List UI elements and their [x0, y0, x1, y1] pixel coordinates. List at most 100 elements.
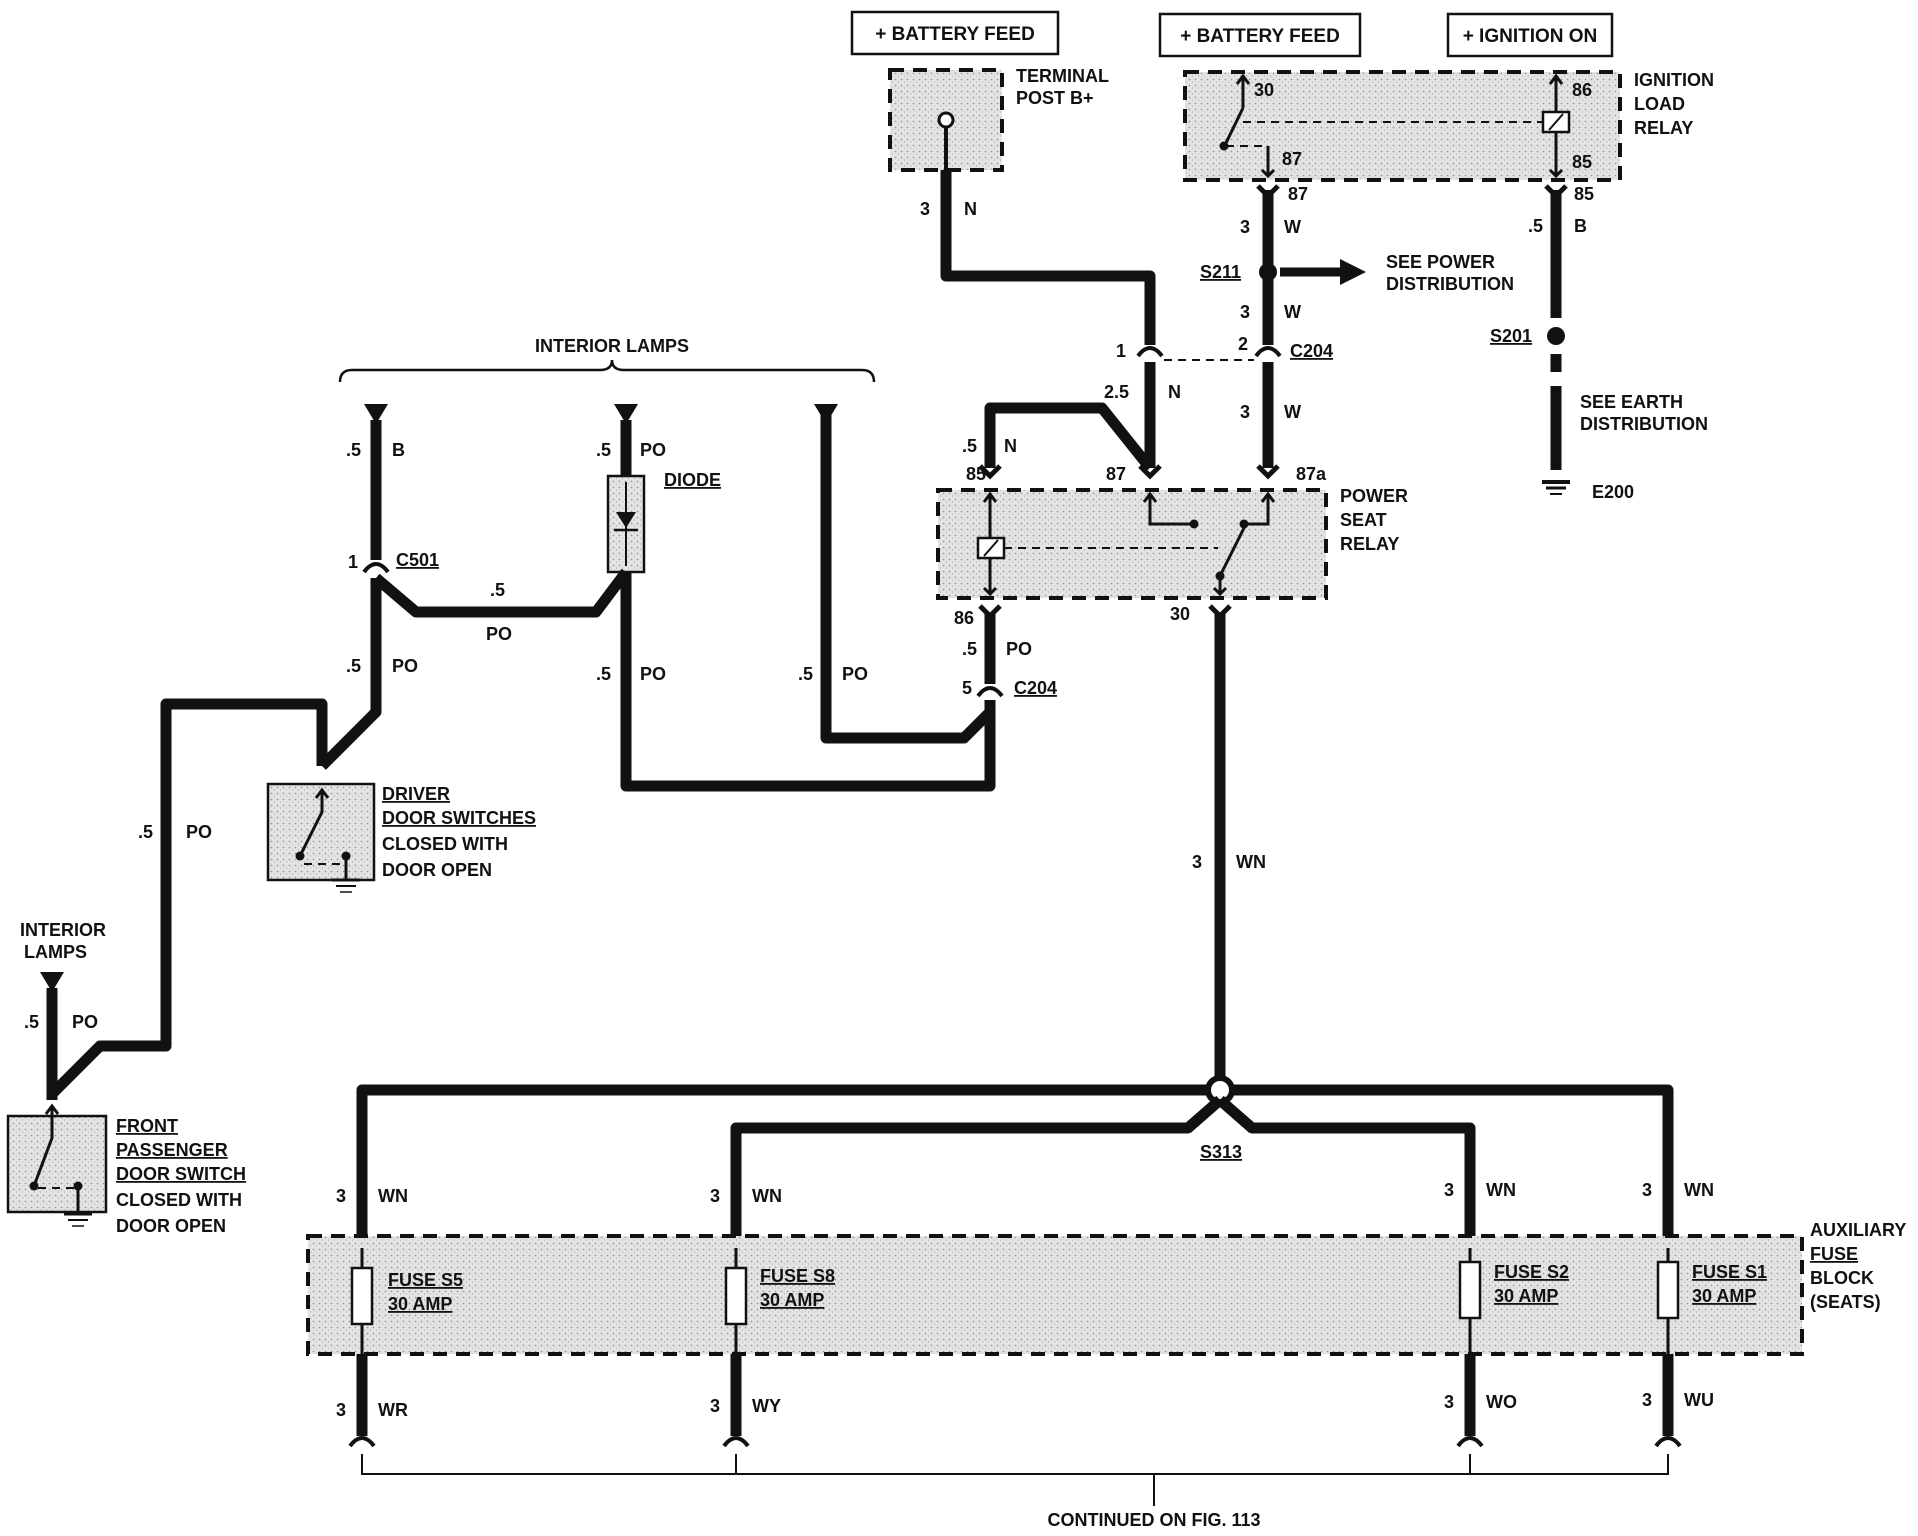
svg-text:FUSE S2: FUSE S2 [1494, 1262, 1569, 1282]
svg-text:WN: WN [1236, 852, 1266, 872]
svg-text:WN: WN [752, 1186, 782, 1206]
svg-text:3: 3 [1240, 402, 1250, 422]
svg-text:LOAD: LOAD [1634, 94, 1685, 114]
continued-bracket: CONTINUED ON FIG. 113 [361, 1454, 1669, 1530]
svg-text:SEE POWER: SEE POWER [1386, 252, 1495, 272]
svg-text:85: 85 [966, 464, 986, 484]
fuse-s5: FUSE S5 30 AMP [350, 1248, 463, 1354]
svg-text:3: 3 [1642, 1390, 1652, 1410]
svg-text:85: 85 [1574, 184, 1594, 204]
svg-text:W: W [1284, 302, 1301, 322]
svg-text:3: 3 [1444, 1392, 1454, 1412]
svg-text:PO: PO [72, 1012, 98, 1032]
svg-text:3: 3 [1240, 217, 1250, 237]
svg-text:87a: 87a [1296, 464, 1327, 484]
ignition-load-relay: 30 86 87 85 IGNITION LOAD RELAY [1183, 70, 1714, 182]
svg-text:DISTRIBUTION: DISTRIBUTION [1386, 274, 1514, 294]
svg-text:WY: WY [752, 1396, 781, 1416]
svg-text:WN: WN [378, 1186, 408, 1206]
svg-text:WO: WO [1486, 1392, 1517, 1412]
svg-text:87: 87 [1282, 149, 1302, 169]
svg-text:N: N [1168, 382, 1181, 402]
battery-feed-box-2: + BATTERY FEED [1158, 12, 1362, 58]
svg-text:RELAY: RELAY [1634, 118, 1693, 138]
svg-text:.5: .5 [596, 664, 611, 684]
svg-text:CONTINUED ON FIG. 113: CONTINUED ON FIG. 113 [1047, 1510, 1260, 1530]
svg-text:PO: PO [640, 664, 666, 684]
front-passenger-door-switch: FRONT PASSENGER DOOR SWITCH CLOSED WITH … [6, 1103, 246, 1236]
svg-text:FUSE S8: FUSE S8 [760, 1266, 835, 1286]
svg-text:BLOCK: BLOCK [1810, 1268, 1874, 1288]
svg-text:30: 30 [1254, 80, 1274, 100]
svg-text:3: 3 [336, 1400, 346, 1420]
svg-text:TERMINAL: TERMINAL [1016, 66, 1109, 86]
svg-text:DRIVER: DRIVER [382, 784, 450, 804]
svg-text:.5: .5 [962, 639, 977, 659]
svg-text:IGNITION: IGNITION [1634, 70, 1714, 90]
svg-text:3: 3 [1192, 852, 1202, 872]
svg-text:POWER: POWER [1340, 486, 1408, 506]
connector-c204-pin5: 5 C204 [962, 678, 1057, 698]
svg-text:.5: .5 [490, 580, 505, 600]
fuse-s2: FUSE S2 30 AMP [1458, 1248, 1569, 1354]
svg-text:LAMPS: LAMPS [24, 942, 87, 962]
svg-text:3: 3 [1444, 1180, 1454, 1200]
driver-door-switches: DRIVER DOOR SWITCHES CLOSED WITH DOOR OP… [266, 782, 536, 893]
svg-text:WN: WN [1684, 1180, 1714, 1200]
svg-text:3: 3 [1642, 1180, 1652, 1200]
svg-text:PO: PO [186, 822, 212, 842]
svg-text:+ BATTERY FEED: + BATTERY FEED [1180, 26, 1340, 47]
svg-text:S201: S201 [1490, 326, 1532, 346]
svg-text:WR: WR [378, 1400, 408, 1420]
svg-text:S211: S211 [1200, 262, 1241, 282]
svg-text:1: 1 [348, 552, 358, 572]
svg-text:W: W [1284, 217, 1301, 237]
svg-text:87: 87 [1288, 184, 1308, 204]
svg-text:DOOR OPEN: DOOR OPEN [382, 860, 492, 880]
svg-text:FRONT: FRONT [116, 1116, 178, 1136]
svg-text:N: N [1004, 436, 1017, 456]
svg-text:FUSE S1: FUSE S1 [1692, 1262, 1767, 1282]
svg-text:PO: PO [486, 624, 512, 644]
svg-text:.5: .5 [24, 1012, 39, 1032]
svg-text:DIODE: DIODE [664, 470, 721, 490]
svg-text:.5: .5 [138, 822, 153, 842]
svg-text:N: N [964, 199, 977, 219]
svg-text:3: 3 [920, 199, 930, 219]
svg-text:POST B+: POST B+ [1016, 88, 1094, 108]
terminal-post-b-plus: TERMINAL POST B+ [888, 66, 1109, 172]
connector-c501: 1 C501 [348, 550, 439, 574]
svg-text:WN: WN [1486, 1180, 1516, 1200]
svg-text:5: 5 [962, 678, 972, 698]
svg-text:SEE EARTH: SEE EARTH [1580, 392, 1683, 412]
svg-text:FUSE S5: FUSE S5 [388, 1270, 463, 1290]
svg-text:86: 86 [1572, 80, 1592, 100]
svg-text:PO: PO [1006, 639, 1032, 659]
svg-text:C501: C501 [396, 550, 439, 570]
splice-s201: S201 [1490, 326, 1565, 346]
svg-text:3: 3 [1240, 302, 1250, 322]
svg-text:+ BATTERY FEED: + BATTERY FEED [875, 24, 1035, 45]
svg-text:CLOSED WITH: CLOSED WITH [116, 1190, 242, 1210]
connector-ends-icon [348, 1436, 1682, 1448]
svg-text:30 AMP: 30 AMP [388, 1294, 452, 1314]
svg-text:2.5: 2.5 [1104, 382, 1129, 402]
svg-text:FUSE: FUSE [1810, 1244, 1858, 1264]
svg-text:RELAY: RELAY [1340, 534, 1399, 554]
svg-text:.5: .5 [596, 440, 611, 460]
svg-text:3: 3 [710, 1396, 720, 1416]
ground-e200-icon: E200 [1542, 480, 1634, 502]
svg-text:C204: C204 [1290, 341, 1333, 361]
svg-text:3: 3 [336, 1186, 346, 1206]
svg-text:PASSENGER: PASSENGER [116, 1140, 228, 1160]
svg-text:+ IGNITION ON: + IGNITION ON [1463, 26, 1598, 47]
svg-text:INTERIOR LAMPS: INTERIOR LAMPS [535, 336, 689, 356]
svg-text:30 AMP: 30 AMP [1692, 1286, 1756, 1306]
svg-text:30: 30 [1170, 604, 1190, 624]
splice-s211: S211 SEE POWER DISTRIBUTION [1200, 252, 1514, 294]
svg-text:INTERIOR: INTERIOR [20, 920, 106, 940]
svg-text:W: W [1284, 402, 1301, 422]
svg-text:30 AMP: 30 AMP [1494, 1286, 1558, 1306]
svg-text:C204: C204 [1014, 678, 1057, 698]
